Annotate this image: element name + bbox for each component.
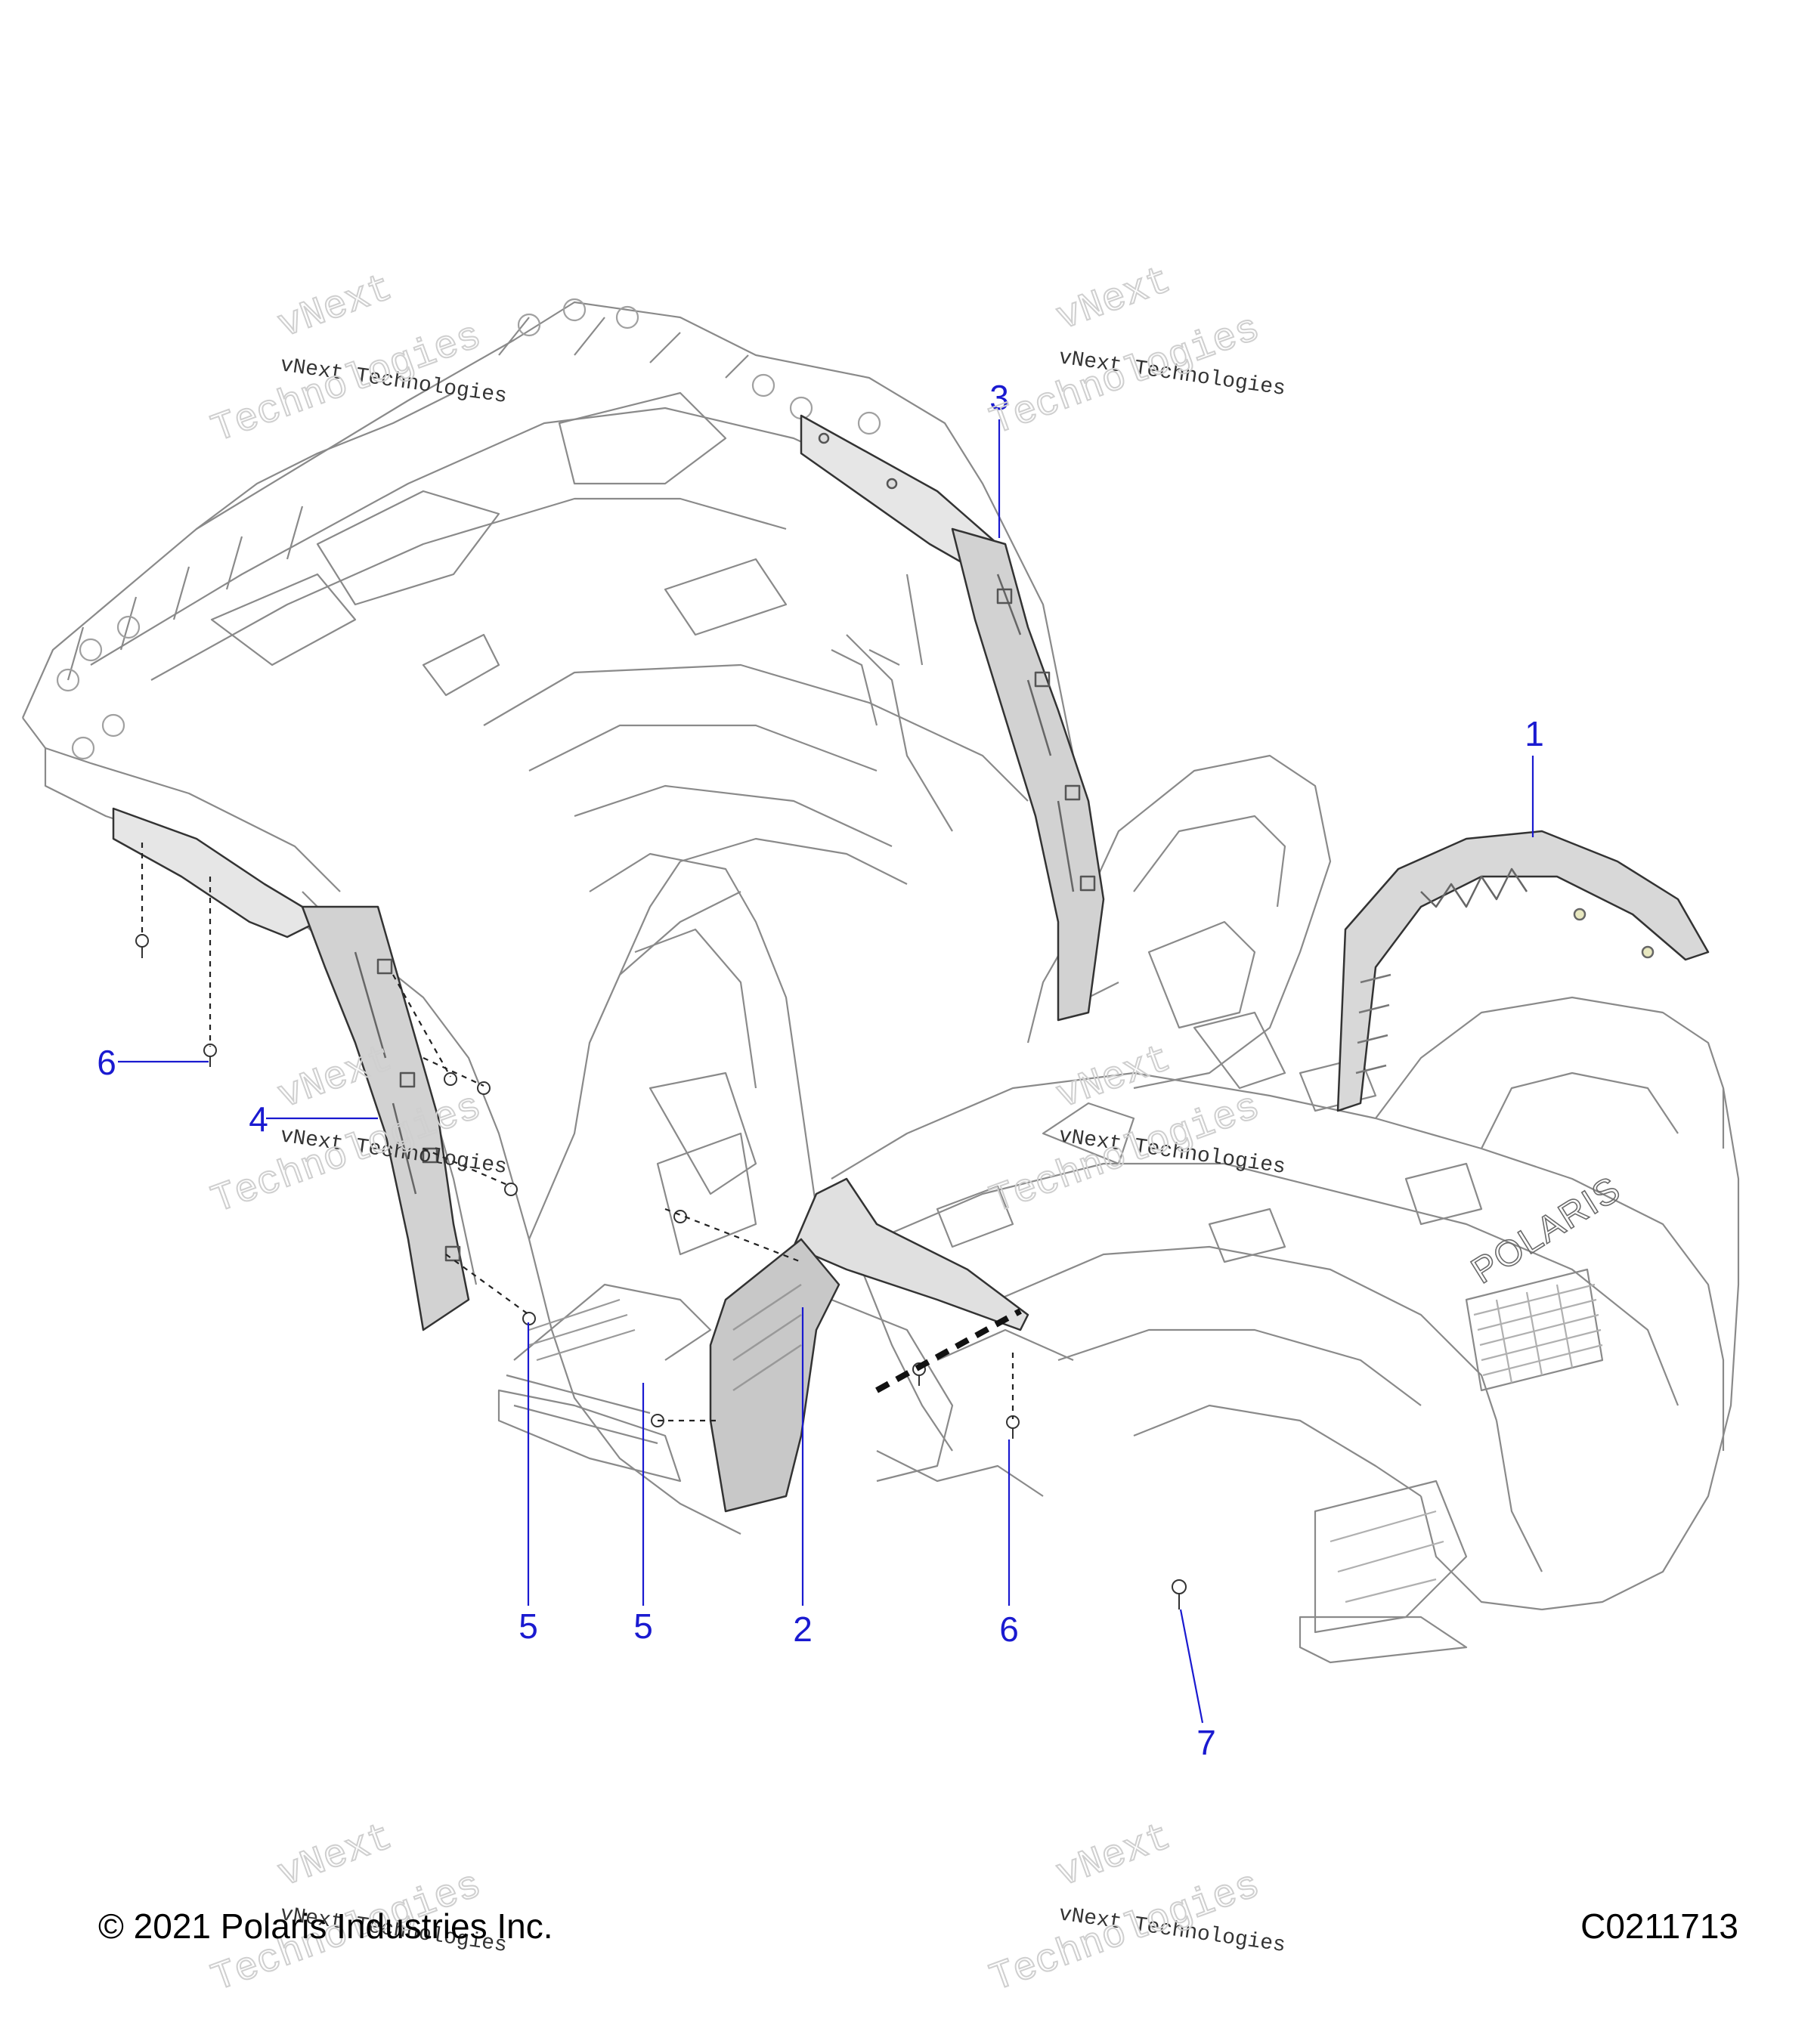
fastener-5-center-2 [673, 1210, 687, 1223]
svg-text:vNext: vNext [272, 1815, 398, 1897]
callout-6-right: 6 [999, 1610, 1019, 1649]
watermark-4: vNext Technologies vNext Technologies [983, 1036, 1286, 1224]
watermarks: vNext Technologies vNext Technologies vN… [205, 258, 1286, 2002]
svg-text:vNext: vNext [272, 266, 398, 348]
leader-7 [1179, 1609, 1204, 1724]
part-3-rear-fender-flare-right [800, 414, 1105, 1022]
callout-5-left: 5 [519, 1606, 538, 1646]
fastener-5-left-2 [477, 1081, 491, 1095]
fastener-6-left-a [135, 934, 149, 958]
fasteners [135, 934, 1187, 1610]
callout-4: 4 [249, 1099, 268, 1139]
callout-3: 3 [989, 378, 1009, 417]
watermark-6: vNext Technologies vNext Technologies [983, 1814, 1286, 2002]
callout-6-left: 6 [97, 1043, 116, 1082]
fastener-6-right [1006, 1415, 1020, 1439]
part-4-rear-fender-flare-left [112, 807, 470, 1331]
install-dashed-lines [141, 843, 1014, 1422]
brand-text: POLARIS [1465, 1169, 1628, 1292]
fastener-5-left-3 [504, 1183, 518, 1196]
install-bold-dash [875, 1308, 1022, 1393]
callout-1: 1 [1525, 714, 1544, 753]
callout-5-center: 5 [633, 1606, 653, 1646]
callout-7: 7 [1196, 1723, 1216, 1762]
copyright-notice: © 2021 Polaris Industries Inc. [98, 1906, 553, 1946]
watermark-2: vNext Technologies vNext Technologies [983, 258, 1286, 446]
part-2-side-panel [709, 1177, 1029, 1513]
callout-numbers: 1 2 3 4 5 5 6 6 7 [97, 378, 1544, 1762]
svg-text:vNext: vNext [1051, 258, 1177, 341]
fastener-5-left-1 [444, 1072, 457, 1086]
callout-2: 2 [793, 1610, 813, 1649]
callout-leaders [118, 419, 1534, 1724]
svg-text:vNext: vNext [1051, 1037, 1177, 1119]
fastener-7 [1172, 1579, 1187, 1610]
part-1-front-fender-flare-right [1336, 830, 1710, 1112]
svg-text:vNext: vNext [1051, 1815, 1177, 1897]
fastener-6-left-b [203, 1044, 217, 1067]
watermark-1: vNext Technologies vNext Technologies [205, 265, 508, 453]
figure-code: C0211713 [1580, 1906, 1738, 1946]
